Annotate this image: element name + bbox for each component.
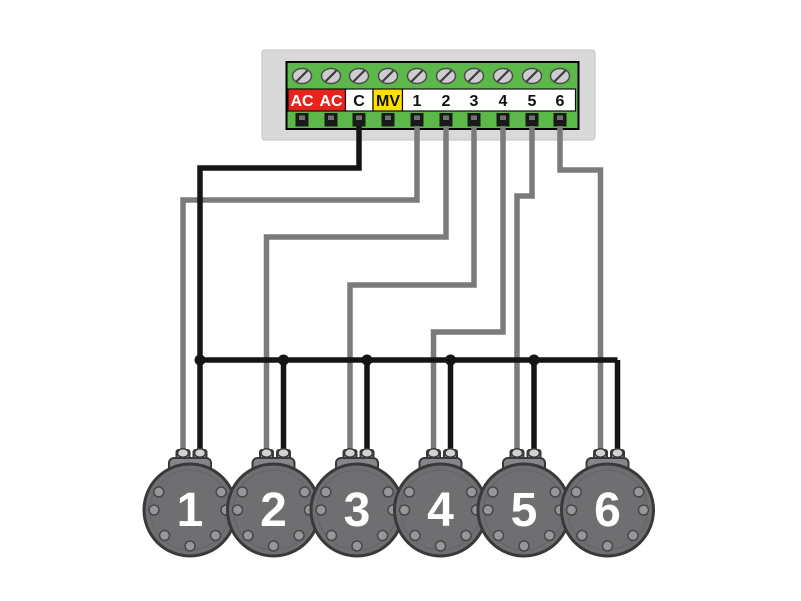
valve-solenoid-2: 2: [226, 447, 321, 558]
terminal-label-ac1: AC: [290, 93, 314, 110]
terminal-screw: [521, 67, 543, 85]
controller-box: AC AC C MV 1 2 3 4 5 6: [261, 49, 596, 141]
station-wire-2: [263, 126, 449, 456]
terminal-label-4: 4: [499, 93, 508, 110]
station-wire-5: [514, 126, 535, 456]
terminal-label-6: 6: [556, 93, 565, 110]
common-wire: [194, 126, 621, 456]
terminal-label-3: 3: [470, 93, 479, 110]
terminal-label-mv: MV: [376, 93, 400, 110]
wire-junction-dot: [278, 354, 289, 366]
terminal-connector: [553, 113, 567, 127]
terminal-connector: [496, 113, 510, 127]
terminal-connector: [410, 113, 424, 127]
terminal-screw: [377, 67, 399, 85]
terminal-screw: [348, 67, 370, 85]
valve-number: 4: [427, 484, 454, 537]
valve-solenoid-6: 6: [560, 447, 655, 558]
wire-junction-dot: [445, 354, 456, 366]
terminal-screw: [549, 67, 571, 85]
station-wire-4: [430, 126, 506, 456]
terminal-screw: [492, 67, 514, 85]
valve-solenoid-3: 3: [309, 447, 405, 558]
wire-junction-dot: [361, 354, 373, 366]
valves: 1 2 3 4 5 6: [142, 447, 655, 558]
terminal-connectors: [295, 113, 567, 127]
terminal-connector: [295, 113, 309, 127]
terminal-screw: [406, 67, 428, 85]
terminal-label-5: 5: [528, 93, 537, 110]
terminal-connector: [324, 113, 338, 127]
station-wire-3: [347, 126, 477, 456]
terminal-screw: [463, 67, 485, 85]
terminal-label-c: C: [353, 93, 365, 110]
valve-solenoid-4: 4: [393, 447, 488, 558]
valve-number: 6: [594, 484, 621, 537]
terminal-connector: [439, 113, 453, 127]
station-wires: [180, 126, 604, 456]
terminal-connector: [381, 113, 395, 127]
terminal-screws: [291, 67, 571, 85]
terminal-connector: [525, 113, 539, 127]
valve-number: 1: [177, 484, 204, 537]
station-wire-1: [180, 126, 420, 456]
terminal-screw: [435, 67, 457, 85]
wire-junction-dot: [528, 354, 540, 366]
wire-junction-dot: [194, 354, 206, 366]
terminal-label-1: 1: [413, 93, 422, 110]
terminal-label-ac2: AC: [319, 93, 343, 110]
terminal-connector: [467, 113, 481, 127]
terminal-label-2: 2: [442, 93, 451, 110]
terminal-label-bg-stations: [401, 88, 577, 112]
station-wire-6: [557, 126, 604, 456]
valve-number: 2: [260, 484, 287, 537]
terminal-screw: [320, 67, 342, 85]
terminal-connector: [352, 113, 366, 127]
valve-solenoid-5: 5: [476, 447, 572, 558]
valve-solenoid-1: 1: [142, 447, 238, 558]
valve-number: 5: [511, 484, 538, 537]
terminal-screw: [291, 67, 313, 85]
valve-number: 3: [344, 484, 371, 537]
common-wire-main: [197, 126, 618, 363]
